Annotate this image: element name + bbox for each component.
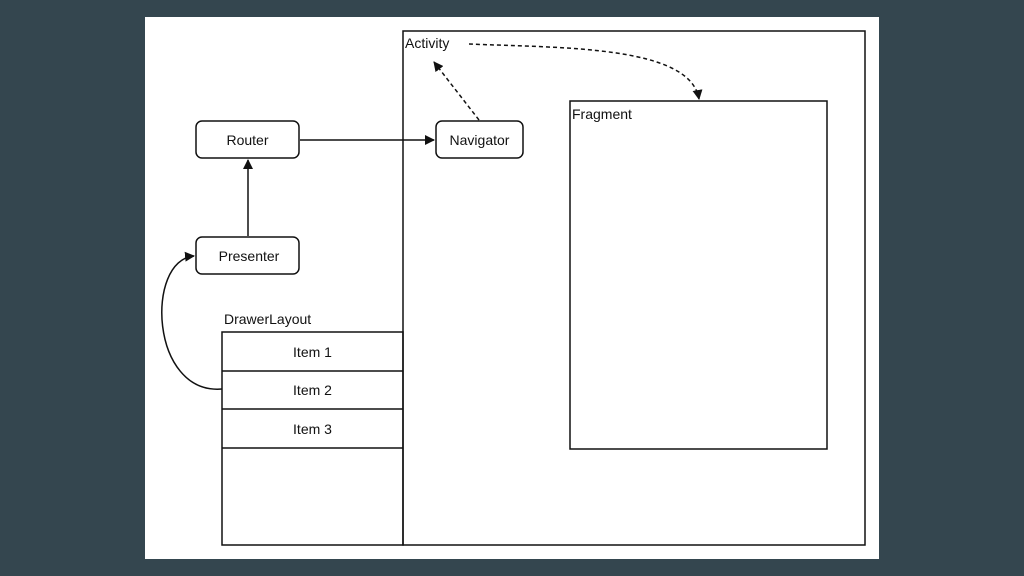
navigator-node xyxy=(435,120,524,159)
presenter-label: Presenter xyxy=(219,248,280,264)
navigator-label: Navigator xyxy=(450,132,510,148)
fragment-label: Fragment xyxy=(572,106,632,122)
activity-to-fragment-arrow xyxy=(468,43,703,100)
drawer-item-3: Item 3 xyxy=(293,421,332,437)
router-label: Router xyxy=(226,132,268,148)
activity-box xyxy=(402,30,866,546)
presenter-node xyxy=(195,236,300,275)
drawer-layout-box xyxy=(221,331,404,546)
activity-label: Activity xyxy=(405,35,449,51)
navigator-to-activity-arrow xyxy=(433,61,480,121)
drawer-item-2: Item 2 xyxy=(293,382,332,398)
drawer-item-1: Item 1 xyxy=(293,344,332,360)
drawer-layout-label: DrawerLayout xyxy=(224,311,311,327)
item-to-presenter-arrow xyxy=(161,251,223,390)
diagram-canvas xyxy=(145,17,879,559)
router-node xyxy=(195,120,300,159)
fragment-box xyxy=(569,100,828,450)
